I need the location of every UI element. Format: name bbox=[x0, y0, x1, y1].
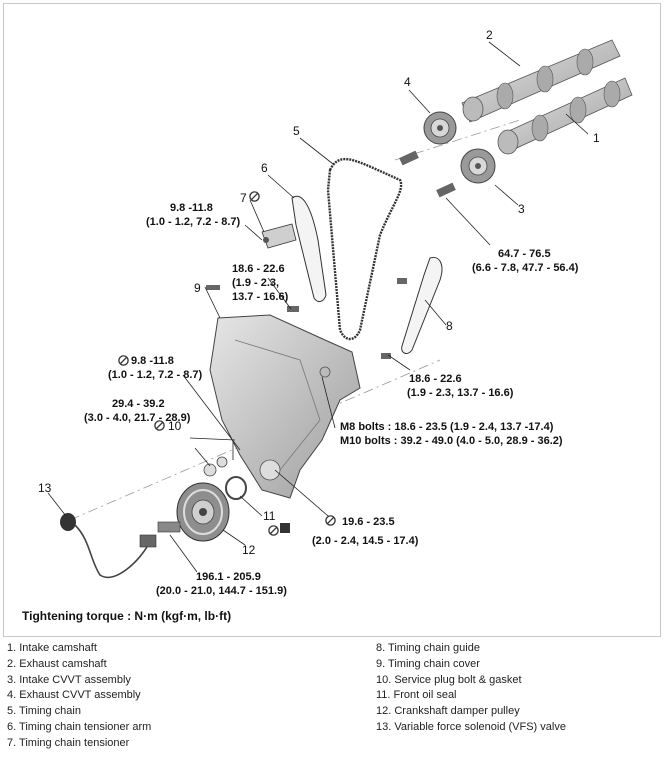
torque-cover-spec: (1.0 - 1.2, 7.2 - 8.7) bbox=[108, 369, 202, 381]
torque-arm-value: 18.6 - 22.6 bbox=[232, 263, 285, 275]
torque-m10-bolts: M10 bolts : 39.2 - 49.0 (4.0 - 5.0, 28.9… bbox=[340, 435, 563, 447]
legend-item: 12. Crankshaft damper pulley bbox=[376, 705, 520, 718]
callout-10: 10 bbox=[168, 419, 182, 433]
callout-12: 12 bbox=[242, 543, 256, 557]
vfs-valve bbox=[60, 513, 157, 578]
torque-guide-value: 18.6 - 22.6 bbox=[409, 373, 462, 385]
callout-8: 8 bbox=[446, 319, 453, 333]
legend-left: 1. Intake camshaft 2. Exhaust camshaft 3… bbox=[7, 641, 151, 752]
tightening-torque-title: Tightening torque : N·m (kgf·m, lb·ft) bbox=[22, 609, 232, 623]
cvvt-bolts bbox=[399, 150, 456, 198]
legend-right: 8. Timing chain guide 9. Timing chain co… bbox=[376, 641, 566, 736]
callout-11: 11 bbox=[263, 509, 276, 523]
no-reuse-icon bbox=[249, 191, 260, 202]
legend-item: 11. Front oil seal bbox=[376, 689, 457, 702]
timing-chain-tensioner-arm bbox=[291, 195, 327, 303]
bolt-c bbox=[397, 278, 407, 284]
torque-cvvt-value: 64.7 - 76.5 bbox=[498, 248, 551, 260]
legend-item: 6. Timing chain tensioner arm bbox=[7, 720, 152, 733]
torque-cover-value: 9.8 -11.8 bbox=[131, 355, 174, 367]
diagram-frame bbox=[3, 3, 661, 637]
torque-cvvt-spec: (6.6 - 7.8, 47.7 - 56.4) bbox=[472, 262, 579, 274]
timing-chain bbox=[326, 157, 403, 341]
bolt-b bbox=[287, 306, 299, 312]
legend-item: 9. Timing chain cover bbox=[376, 657, 480, 670]
torque-pulley-spec: (20.0 - 21.0, 144.7 - 151.9) bbox=[156, 585, 287, 597]
callout-5: 5 bbox=[293, 124, 300, 138]
intake-cvvt-assembly bbox=[460, 148, 496, 184]
callout-13: 13 bbox=[38, 481, 52, 495]
exploded-view-diagram: 2 4 1 3 5 6 7 8 9 10 11 12 13 9.8 -11.8 … bbox=[38, 28, 633, 597]
torque-tensioner-spec: (1.0 - 1.2, 7.2 - 8.7) bbox=[146, 216, 240, 228]
legend-item: 3. Intake CVVT assembly bbox=[7, 673, 131, 686]
intake-camshaft bbox=[497, 77, 633, 155]
legend-item: 5. Timing chain bbox=[7, 705, 81, 718]
torque-m8-bolts: M8 bolts : 18.6 - 23.5 (1.9 - 2.4, 13.7 … bbox=[340, 421, 554, 433]
bolt-d bbox=[381, 353, 391, 359]
legend-item: 2. Exhaust camshaft bbox=[7, 657, 107, 670]
callout-9: 9 bbox=[194, 281, 201, 295]
torque-tensioner-value: 9.8 -11.8 bbox=[170, 202, 213, 214]
torque-pulley-value: 196.1 - 205.9 bbox=[196, 571, 261, 583]
no-reuse-icon bbox=[118, 355, 129, 366]
service-plug-bolt-gasket bbox=[203, 456, 228, 477]
leader-lines bbox=[47, 41, 589, 573]
exhaust-cvvt-assembly bbox=[423, 111, 457, 145]
exhaust-camshaft bbox=[461, 39, 621, 123]
bolt-a bbox=[206, 285, 220, 290]
callout-1: 1 bbox=[593, 131, 600, 145]
front-oil-seal bbox=[225, 476, 247, 500]
callout-4: 4 bbox=[404, 75, 411, 89]
timing-chain-guide bbox=[401, 256, 443, 354]
torque-arm-spec-2: 13.7 - 16.6) bbox=[232, 291, 289, 303]
bolt-e bbox=[280, 523, 290, 533]
timing-chain-tensioner bbox=[261, 223, 297, 249]
torque-plug-spec: (3.0 - 4.0, 21.7 - 28.9) bbox=[84, 412, 191, 424]
torque-vfs-value: 19.6 - 23.5 bbox=[342, 516, 395, 528]
callout-2: 2 bbox=[486, 28, 493, 42]
torque-vfs-spec: (2.0 - 2.4, 14.5 - 17.4) bbox=[312, 535, 419, 547]
legend-item: 1. Intake camshaft bbox=[7, 642, 97, 654]
torque-guide-spec: (1.9 - 2.3, 13.7 - 16.6) bbox=[407, 387, 514, 399]
callout-7: 7 bbox=[240, 191, 247, 205]
legend-item: 4. Exhaust CVVT assembly bbox=[7, 689, 141, 702]
callout-6: 6 bbox=[261, 161, 268, 175]
timing-chain-cover bbox=[209, 314, 361, 499]
legend-item: 10. Service plug bolt & gasket bbox=[376, 673, 522, 686]
pulley-bolt bbox=[157, 521, 181, 533]
no-reuse-icon bbox=[268, 525, 279, 536]
legend-item: 8. Timing chain guide bbox=[376, 642, 480, 654]
torque-plug-value: 29.4 - 39.2 bbox=[112, 398, 165, 410]
no-reuse-icon bbox=[325, 515, 336, 526]
crankshaft-damper-pulley bbox=[176, 482, 230, 542]
legend-item: 7. Timing chain tensioner bbox=[7, 736, 130, 749]
legend-item: 13. Variable force solenoid (VFS) valve bbox=[376, 720, 566, 733]
callout-3: 3 bbox=[518, 202, 525, 216]
torque-arm-spec-1: (1.9 - 2.3, bbox=[232, 277, 279, 289]
